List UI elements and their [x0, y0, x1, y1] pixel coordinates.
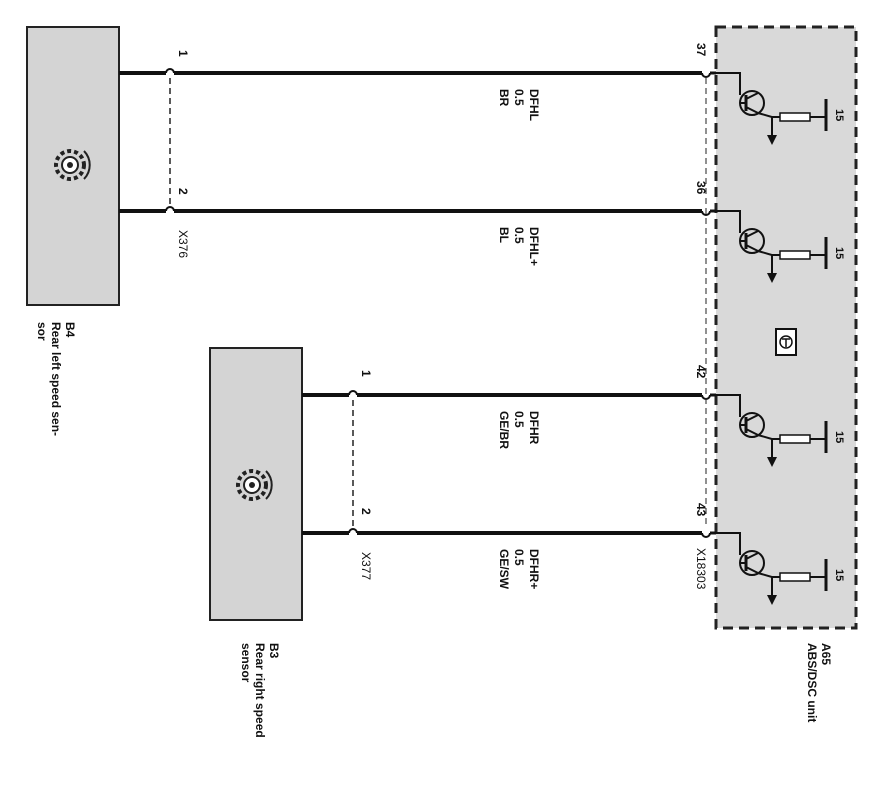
transistor-icon [739, 90, 765, 116]
internal-circuit: 15 [716, 394, 845, 467]
b4-name-line2: sor [35, 322, 49, 341]
resistor-icon [779, 434, 811, 444]
gear-sensor-icon [236, 469, 273, 501]
pin-label-b3-1: 1 [359, 370, 373, 377]
wire-signal-dfhl: DFHL [527, 89, 541, 121]
wire-color-dfhr: GE/BR [497, 411, 511, 449]
wire-size-dfhl: 0.5 [512, 89, 526, 106]
resistor-icon [779, 112, 811, 122]
pin-label-b4-2: 2 [176, 188, 190, 195]
b3-reference: B3 [267, 643, 281, 659]
ground-arrow-icon [767, 135, 777, 145]
wire-color-dfhr-plus: GE/SW [497, 549, 511, 590]
wire-dfhl-plus [119, 206, 716, 216]
pin-label-a65-43: 43 [694, 503, 708, 517]
wire-size-dfhl-plus: 0.5 [512, 227, 526, 244]
ground-arrow-icon [767, 457, 777, 467]
connector-label-x18303: X18303 [694, 548, 708, 590]
b3-name-line1: Rear right speed [253, 643, 267, 738]
pin-label-a65-36: 36 [694, 181, 708, 195]
wire-signal-dfhl-plus: DFHL+ [527, 227, 541, 266]
internal-circuit: 15 [716, 72, 845, 145]
pin-label-a65-42: 42 [694, 365, 708, 379]
supply-terminal-label: 15 [833, 247, 845, 259]
ground-arrow-icon [767, 595, 777, 605]
resistor-icon [779, 250, 811, 260]
connector-label-x376: X376 [176, 230, 190, 258]
wire-signal-dfhr-plus: DFHR+ [527, 549, 541, 589]
pin-label-b4-1: 1 [176, 50, 190, 57]
wire-color-dfhl: BR [497, 89, 511, 107]
transistor-icon [739, 550, 765, 576]
connector-label-x377: X377 [359, 552, 373, 580]
wire-dfhr-plus [302, 528, 716, 538]
control-unit-symbol-icon [775, 328, 797, 356]
gear-sensor-icon [54, 149, 91, 181]
supply-terminal-label: 15 [833, 109, 845, 121]
transistor-icon [739, 412, 765, 438]
pin-label-b3-2: 2 [359, 508, 373, 515]
ground-arrow-icon [767, 273, 777, 283]
wire-size-dfhr-plus: 0.5 [512, 549, 526, 566]
abs-dsc-unit-box [714, 25, 858, 630]
wire-dfhr [302, 390, 716, 400]
wire-dfhl [119, 68, 716, 78]
a65-reference: A65 [819, 643, 833, 665]
supply-terminal-label: 15 [833, 431, 845, 443]
wire-signal-dfhr: DFHR [527, 411, 541, 445]
transistor-icon [739, 228, 765, 254]
a65-name: ABS/DSC unit [805, 643, 819, 722]
b3-name-line2: sensor [239, 643, 253, 683]
b4-name-line1: Rear left speed sen- [49, 322, 63, 436]
supply-terminal-label: 15 [833, 569, 845, 581]
wire-color-dfhl-plus: BL [497, 227, 511, 243]
internal-circuit: 15 [716, 210, 845, 283]
b4-reference: B4 [63, 322, 77, 338]
pin-label-a65-37: 37 [694, 43, 708, 57]
resistor-icon [779, 572, 811, 582]
internal-circuit: 15 [716, 532, 845, 605]
wire-size-dfhr: 0.5 [512, 411, 526, 428]
